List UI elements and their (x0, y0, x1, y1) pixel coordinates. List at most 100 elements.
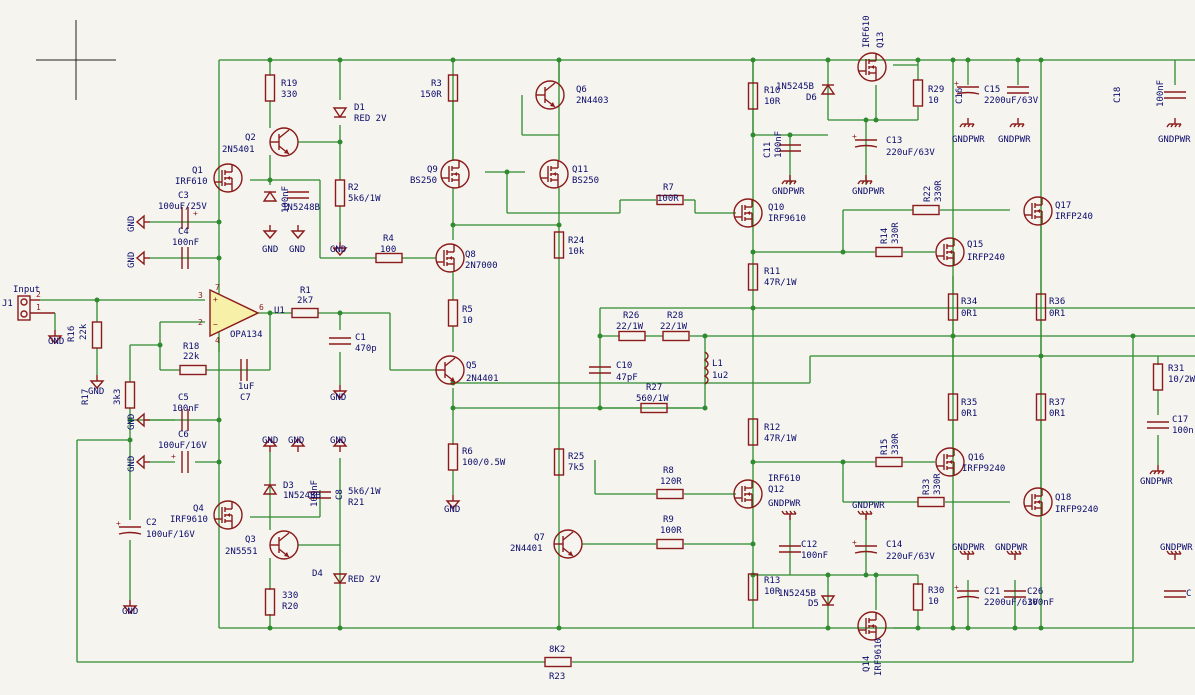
label-d1-value: RED 2V (354, 114, 387, 124)
label-r5-value: 10 (462, 316, 473, 326)
label-r13: R13 (764, 576, 780, 586)
label-r34-value: 0R1 (961, 309, 977, 319)
label-r15: R15 (880, 439, 890, 455)
label-r29-value: 10 (928, 96, 939, 106)
label-r25-value: 7k5 (568, 463, 584, 473)
label-c-top-value: 100nF (281, 186, 291, 213)
crosshair-cursor (36, 20, 116, 100)
input-connector-j1[interactable]: 21 (17, 290, 56, 330)
label-gnd: GND (127, 252, 137, 268)
junctions (94, 57, 1136, 631)
label-r33-value: 330R (933, 473, 943, 495)
label-d5: D5 (808, 599, 819, 609)
label-q5: Q5 (466, 361, 477, 371)
label-c13-value: 220uF/63V (886, 148, 935, 158)
label-c8-value: 100nF (310, 480, 320, 507)
label-r35: R35 (961, 398, 977, 408)
label-q17: Q17 (1055, 201, 1071, 211)
label-c7-value: 1uF (238, 382, 254, 392)
label-r35-value: 0R1 (961, 409, 977, 419)
label-r6: R6 (462, 447, 473, 457)
label-c16: C16 (955, 88, 965, 104)
label-c12: C12 (801, 540, 817, 550)
label-r26-value: 22/1W (616, 322, 644, 332)
label-c1: C1 (355, 333, 366, 343)
label-q5-value: 2N4401 (466, 374, 499, 384)
label-gndpwr: GNDPWR (768, 499, 801, 509)
label-r17-value: 3k3 (113, 389, 123, 405)
label-r1-value: 2k7 (297, 296, 313, 306)
capacitors[interactable]: + + (115, 78, 1187, 599)
label-d6-value: 1N5245B (776, 82, 814, 92)
label-gnd: GND (330, 393, 346, 403)
label-r13-value: 10R (764, 587, 781, 597)
label-q12-value: IRF610 (768, 474, 801, 484)
label-c11: C11 (763, 142, 773, 158)
label-r14: R14 (880, 228, 890, 244)
label-r18-value: 22k (183, 352, 200, 362)
label-r24: R24 (568, 236, 584, 246)
label-r36-value: 0R1 (1049, 309, 1065, 319)
label-r2-value: 5k6/1W (348, 194, 381, 204)
label-r19-value: 330 (281, 90, 297, 100)
label-q15: Q15 (967, 240, 983, 250)
label-r7: R7 (663, 183, 674, 193)
label-d4-value: RED 2V (348, 575, 381, 585)
label-r3-value: 150R (420, 90, 442, 100)
label-gnd: GND (127, 414, 137, 430)
label-c5: C5 (178, 393, 189, 403)
label-gndpwr: GNDPWR (1160, 543, 1193, 553)
label-r17: R17 (81, 389, 91, 405)
label-r10-value: 10R (764, 97, 781, 107)
inductor-l1[interactable] (703, 351, 709, 385)
label-r29: R29 (928, 85, 944, 95)
label-gndpwr: GNDPWR (852, 187, 885, 197)
label-q14-value: IRF9610 (874, 638, 884, 676)
label-r28-value: 22/1W (660, 322, 688, 332)
label-r31-value: 10/2W (1168, 375, 1195, 385)
label-c3: C3 (178, 191, 189, 201)
label-c10-value: 47pF (616, 373, 638, 383)
label-c26-value: 100nF (1027, 598, 1054, 608)
label-d4: D4 (312, 569, 323, 579)
diodes[interactable] (263, 84, 835, 606)
svg-text:3: 3 (198, 291, 203, 300)
label-r25: R25 (568, 452, 584, 462)
label-gnd: GND (330, 436, 346, 446)
label-q18: Q18 (1055, 493, 1071, 503)
svg-text:7: 7 (215, 283, 220, 292)
label-r33: R33 (922, 479, 932, 495)
label-c17-value: 100n (1172, 426, 1194, 436)
label-r9: R9 (663, 515, 674, 525)
label-q11-value: BS250 (572, 176, 599, 186)
power-rails (40, 59, 1195, 663)
label-q10: Q10 (768, 203, 784, 213)
label-q4-value: IRF9610 (170, 515, 208, 525)
label-r1: R1 (300, 286, 311, 296)
label-gndpwr: GNDPWR (1158, 135, 1191, 145)
label-r21-value: 5k6/1W (348, 487, 381, 497)
label-c4: C4 (178, 227, 189, 237)
label-r30: R30 (928, 586, 944, 596)
label-q17-value: IRFP240 (1055, 212, 1093, 222)
label-d3: D3 (283, 481, 294, 491)
label-r18: R18 (183, 342, 199, 352)
label-c7: C7 (240, 393, 251, 403)
label-r37: R37 (1049, 398, 1065, 408)
label-r5: R5 (462, 305, 473, 315)
label-c26: C26 (1027, 587, 1043, 597)
label-q16-value: IRFP9240 (962, 464, 1005, 474)
label-d3-value: 1N5248B (283, 491, 321, 501)
label-c-edge: C (1186, 589, 1191, 599)
label-gndpwr: GNDPWR (772, 187, 805, 197)
label-q3: Q3 (245, 535, 256, 545)
opamp-u1[interactable]: +− 32 674 (198, 283, 264, 345)
label-r4-value: 100 (380, 245, 396, 255)
label-q9-value: BS250 (410, 176, 437, 186)
label-q11: Q11 (572, 165, 588, 175)
label-q6-value: 2N4403 (576, 96, 609, 106)
label-r30-value: 10 (928, 597, 939, 607)
label-gnd: GND (127, 216, 137, 232)
label-u1: U1 (274, 306, 285, 316)
